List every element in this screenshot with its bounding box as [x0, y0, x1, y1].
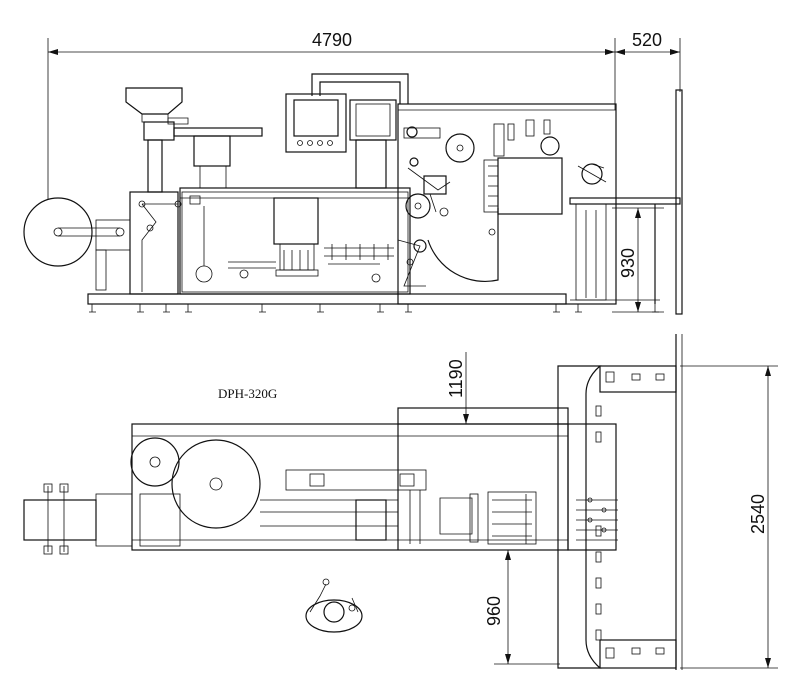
dim-1190-label: 1190	[446, 359, 466, 398]
guide-rollers-left	[138, 195, 213, 292]
dim-520-label: 520	[632, 30, 662, 50]
machine-base	[87, 187, 659, 313]
dimension-table-height: 930	[612, 207, 664, 313]
dim-960-label: 960	[484, 596, 504, 626]
dim-2540-label: 2540	[748, 494, 768, 534]
operator-figure	[305, 578, 363, 633]
hopper-assembly	[125, 87, 189, 193]
plan-film-path	[139, 469, 537, 547]
forming-table	[173, 127, 263, 189]
outfeed-table	[569, 89, 683, 315]
plan-view: DPH-320G	[23, 334, 778, 670]
control-cabinet	[285, 73, 409, 189]
dimension-overall-width: 2540	[680, 365, 778, 669]
dimension-total-length: 4790 520	[47, 30, 681, 200]
plan-main-bed	[131, 407, 569, 551]
dimension-gap-height: 1190	[446, 352, 480, 425]
punching-rack	[324, 244, 394, 283]
elevation-view: 4790 520	[23, 30, 683, 315]
dimension-operator-clearance: 960	[484, 549, 560, 665]
unwind-reel	[23, 197, 131, 291]
dim-930-label: 930	[618, 248, 638, 278]
plan-conveyor	[557, 334, 683, 670]
right-body	[397, 103, 617, 305]
plan-reels	[130, 437, 261, 529]
dim-4790-label: 4790	[312, 30, 352, 50]
sealing-station	[228, 197, 319, 279]
hmi-buttons	[297, 140, 333, 146]
plan-pushers	[576, 497, 618, 541]
plan-unwind-stand	[23, 483, 133, 555]
model-label: DPH-320G	[218, 386, 277, 401]
